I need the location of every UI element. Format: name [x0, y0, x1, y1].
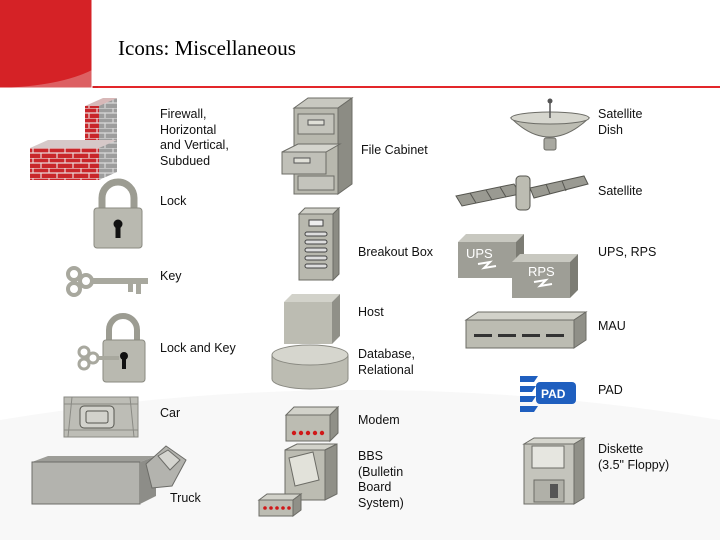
diskette-label: Diskette (3.5" Floppy) [598, 442, 670, 472]
firewall-icon [30, 98, 117, 180]
firewall-label: Firewall, Horizontal and Vertical, Subdu… [160, 107, 229, 168]
key-icon [66, 266, 148, 297]
file-cabinet-label: File Cabinet [361, 143, 428, 157]
pad-icon: PAD [520, 376, 576, 412]
satellite-label: Satellite [598, 184, 643, 198]
mau-icon [464, 311, 588, 349]
satellite-dish-icon [509, 98, 591, 151]
bbs-label: BBS (Bulletin Board System) [358, 449, 404, 510]
satellite-icon [455, 175, 589, 211]
car-icon [63, 396, 139, 438]
database-label: Database, Relational [358, 347, 415, 377]
database-icon [271, 344, 349, 390]
ups-rps-label: UPS, RPS [598, 245, 657, 259]
file-cabinet-icon [281, 97, 354, 195]
car-label: Car [160, 406, 181, 420]
host-icon [284, 294, 340, 344]
breakout-box-label: Breakout Box [358, 245, 434, 259]
bbs-icon [257, 443, 338, 517]
truck-icon [31, 445, 187, 505]
breakout-box-icon [297, 206, 341, 282]
slide-title: Icons: Miscellaneous [118, 36, 296, 60]
lock-and-key-icon [77, 313, 146, 383]
lock-label: Lock [160, 194, 187, 208]
truck-label: Truck [170, 491, 201, 505]
modem-label: Modem [358, 413, 400, 427]
ups-rps-icon: UPS RPS [458, 234, 578, 298]
mau-label: MAU [598, 319, 626, 333]
lock-icon [93, 178, 143, 249]
pad-label: PAD [598, 383, 623, 397]
host-label: Host [358, 305, 384, 319]
modem-icon [284, 405, 340, 443]
satellite-dish-label: Satellite Dish [598, 107, 643, 137]
key-label: Key [160, 269, 182, 283]
ups-text: UPS [466, 246, 493, 261]
lock-and-key-label: Lock and Key [160, 341, 236, 355]
rps-text: RPS [528, 264, 555, 279]
diskette-icon [522, 437, 586, 505]
pad-text: PAD [541, 387, 566, 401]
